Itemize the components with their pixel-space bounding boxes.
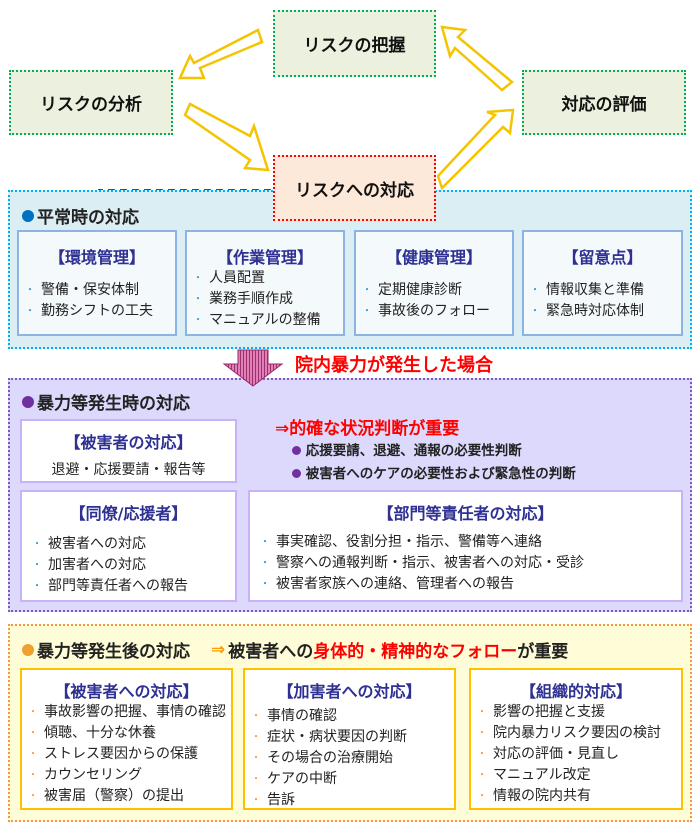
bullet-icon	[292, 469, 301, 478]
box-title: 【組織的対応】	[519, 682, 632, 701]
list-item: 勤務シフトの工夫	[25, 301, 175, 322]
arrow-analysis-to-response	[183, 102, 270, 172]
during-title: 暴力等発生時の対応	[22, 389, 190, 414]
key-message: ⇒的確な状況判断が重要	[275, 419, 460, 439]
box-title: 【環境管理】	[48, 248, 145, 267]
key-point-text: 被害者へのケアの必要性および緊急性の判断	[305, 466, 576, 482]
list-item: 警察への通報判断・指示、被害者への対応・受診	[260, 553, 681, 574]
box-title: 【健康管理】	[385, 248, 482, 267]
after-msg: 被害者への	[228, 642, 314, 662]
list-item: カウンセリング	[28, 765, 231, 786]
list-item: 被害者への対応	[32, 534, 235, 555]
after-title-text: 暴力等発生後の対応	[37, 642, 190, 662]
after-perpetrator-box: 【加害者への対応】 事情の確認症状・病状要因の判断その場合の治療開始ケアの中断告…	[243, 668, 456, 811]
list-item: 対応の評価・見直し	[477, 744, 681, 765]
bullet-icon	[22, 395, 34, 408]
list-item: 情報収集と準備	[530, 280, 681, 301]
arrow-evaluation-to-grasp	[440, 25, 514, 92]
key-point: 被害者へのケアの必要性および緊急性の判断	[292, 463, 576, 486]
box-title: 【留意点】	[562, 248, 643, 267]
list-item: 影響の把握と支援	[477, 702, 681, 723]
box-title: 【同僚/応援者】	[69, 504, 188, 523]
list-item: 院内暴力リスク要因の検討	[477, 723, 681, 744]
list-item: 人員配置	[193, 268, 343, 289]
list-item: 部門等責任者への報告	[32, 576, 235, 597]
victim-actions: 退避・応援要請・報告等	[51, 462, 206, 478]
arrow-response-to-evaluation	[437, 108, 515, 191]
box-title: 【作業管理】	[216, 248, 313, 267]
box-title: 【加害者への対応】	[277, 682, 422, 701]
cycle-grasp: リスクの把握	[273, 10, 436, 77]
list-item: マニュアルの整備	[193, 310, 343, 331]
list-item: 情報の院内共有	[477, 786, 681, 807]
normal-title: 平常時の対応	[22, 203, 139, 228]
key-point: 応援要請、退避、通報の必要性判断	[292, 440, 576, 463]
list-item: その場合の治療開始	[251, 748, 454, 769]
list-item: ストレス要因からの保護	[28, 744, 231, 765]
list-item: 定期健康診断	[362, 280, 512, 301]
after-victim-box: 【被害者への対応】 事故影響の把握、事情の確認傾聴、十分な休養ストレス要因からの…	[20, 668, 233, 810]
arrow-icon: ⇒	[211, 639, 226, 660]
list-item: 事情の確認	[251, 706, 454, 727]
after-msg-end: が重要	[517, 642, 569, 662]
trigger-label: 院内暴力が発生した場合	[295, 355, 493, 376]
cycle-analysis: リスクの分析	[9, 70, 173, 135]
list-item: 傾聴、十分な休養	[28, 723, 231, 744]
list-item: 被害届（警察）の提出	[28, 786, 231, 807]
normal-title-text: 平常時の対応	[37, 208, 139, 228]
during-manager-box: 【部門等責任者の対応】 事実確認、役割分担・指示、警備等へ連絡警察への通報判断・…	[248, 490, 683, 602]
list-item: 業務手順作成	[193, 289, 343, 310]
key-point-text: 応援要請、退避、通報の必要性判断	[305, 443, 522, 459]
arrow-grasp-to-analysis	[178, 28, 264, 80]
bullet-icon	[22, 643, 34, 656]
list-item: 事実確認、役割分担・指示、警備等へ連絡	[260, 532, 681, 553]
during-colleague-box: 【同僚/応援者】 被害者への対応加害者への対応部門等責任者への報告	[20, 490, 237, 602]
list-item: 加害者への対応	[32, 555, 235, 576]
during-title-text: 暴力等発生時の対応	[37, 394, 190, 414]
box-title: 【被害者への対応】	[54, 682, 199, 701]
normal-box-environment: 【環境管理】 警備・保安体制勤務シフトの工夫	[17, 230, 177, 336]
list-item: 被害者家族への連絡、管理者への報告	[260, 574, 681, 595]
normal-box-work: 【作業管理】 人員配置業務手順作成マニュアルの整備	[185, 230, 345, 336]
cycle-evaluation: 対応の評価	[522, 70, 686, 135]
cycle-response: リスクへの対応	[273, 155, 436, 221]
key-points: 応援要請、退避、通報の必要性判断 被害者へのケアの必要性および緊急性の判断	[292, 440, 576, 486]
list-item: 事故後のフォロー	[362, 301, 512, 322]
bullet-icon	[22, 209, 34, 222]
bullet-icon	[292, 446, 301, 455]
list-item: 告訴	[251, 790, 454, 811]
box-title: 【被害者の対応】	[64, 433, 193, 452]
list-item: 症状・病状要因の判断	[251, 727, 454, 748]
list-item: 緊急時対応体制	[530, 301, 681, 322]
list-item: 警備・保安体制	[25, 280, 175, 301]
normal-box-notes: 【留意点】 情報収集と準備緊急時対応体制	[522, 230, 683, 336]
after-msg-emphasis: 身体的・精神的なフォロー	[313, 642, 518, 662]
down-arrow-icon	[222, 349, 284, 387]
box-title: 【部門等責任者の対応】	[377, 504, 554, 523]
after-title: 暴力等発生後の対応 ⇒被害者への身体的・精神的なフォローが重要	[22, 637, 568, 662]
list-item: ケアの中断	[251, 769, 454, 790]
normal-box-health: 【健康管理】 定期健康診断事故後のフォロー	[354, 230, 514, 336]
list-item: マニュアル改定	[477, 765, 681, 786]
during-victim-box: 【被害者の対応】 退避・応援要請・報告等	[20, 419, 237, 483]
after-organization-box: 【組織的対応】 影響の把握と支援院内暴力リスク要因の検討対応の評価・見直しマニュ…	[469, 668, 683, 810]
list-item: 事故影響の把握、事情の確認	[28, 702, 231, 723]
